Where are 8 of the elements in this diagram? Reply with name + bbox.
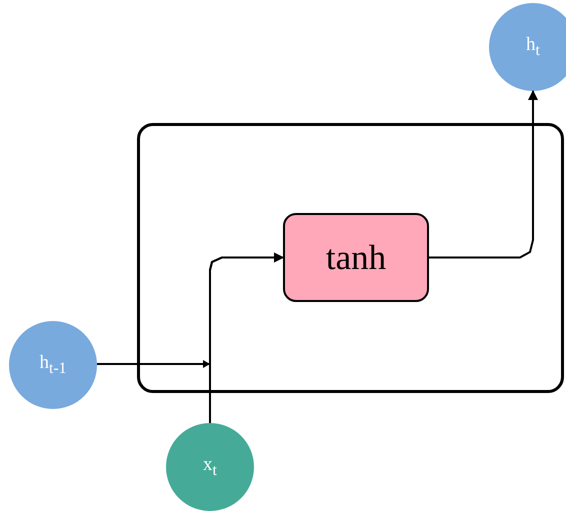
arrow bbox=[429, 90, 538, 258]
activation-box bbox=[283, 213, 429, 302]
arrow bbox=[209, 252, 284, 423]
node-label: tanh bbox=[326, 238, 386, 278]
node-label: h$_{t-1}$ bbox=[39, 352, 67, 378]
node-label: x$_{t}$ bbox=[203, 454, 217, 480]
node-label: h$_{t}$ bbox=[526, 34, 540, 60]
cell-box bbox=[137, 123, 564, 393]
